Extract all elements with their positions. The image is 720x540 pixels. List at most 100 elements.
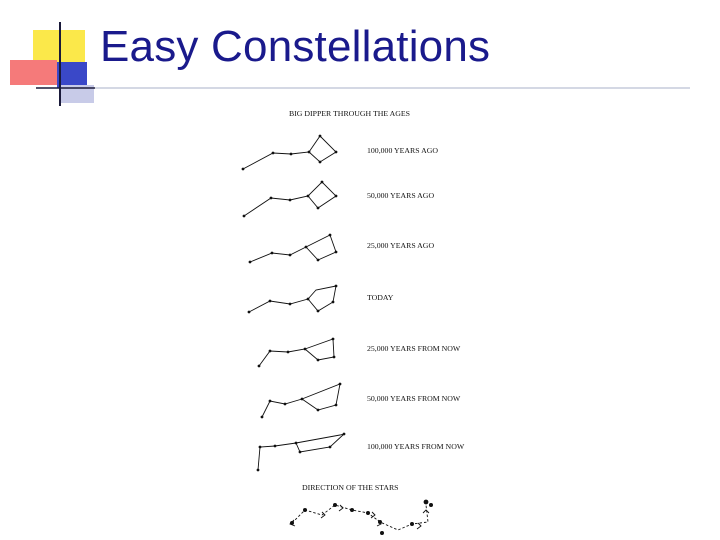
dipper-lines — [258, 338, 335, 367]
star — [303, 508, 307, 512]
dipper-stars — [248, 233, 338, 264]
star — [316, 408, 320, 412]
star — [331, 337, 335, 341]
direction-diagram — [289, 499, 433, 535]
dipper-stars — [257, 337, 336, 368]
dipper-stars — [242, 180, 338, 218]
deco-lightblue-block — [60, 85, 94, 103]
dipper-row-100000-ago: 100,000 YEARS AGO — [241, 134, 438, 171]
dipper-lines — [248, 285, 337, 313]
star — [270, 251, 274, 255]
dipper-lines — [261, 383, 341, 418]
star — [288, 198, 292, 202]
star — [318, 160, 322, 164]
row-label: 100,000 YEARS FROM NOW — [367, 442, 465, 451]
star — [256, 468, 260, 472]
arrow — [320, 511, 326, 519]
star — [258, 445, 262, 449]
star — [332, 355, 336, 359]
star — [268, 299, 272, 303]
star — [288, 253, 292, 257]
figure-heading: BIG DIPPER THROUGH THE AGES — [289, 109, 410, 118]
star — [333, 503, 337, 507]
star — [241, 167, 245, 171]
dipper-stars — [260, 382, 342, 419]
star — [268, 349, 272, 353]
star — [306, 297, 310, 301]
star — [304, 245, 308, 249]
star — [334, 250, 338, 254]
star — [429, 503, 433, 507]
star — [316, 358, 320, 362]
dipper-row-25000-ago: 25,000 YEARS AGO — [248, 233, 434, 264]
star — [306, 194, 310, 198]
deco-red-block — [10, 60, 57, 85]
star — [328, 445, 332, 449]
dipper-row-50000-ago: 50,000 YEARS AGO — [242, 180, 434, 218]
direction-heading: DIRECTION OF THE STARS — [302, 483, 398, 492]
star — [334, 403, 338, 407]
star — [331, 300, 335, 304]
star — [260, 415, 264, 419]
arrow — [338, 504, 344, 512]
dipper-lines — [257, 433, 345, 471]
star — [316, 258, 320, 262]
row-label: 50,000 YEARS AGO — [367, 191, 434, 200]
slide-title: Easy Constellations — [100, 22, 491, 71]
star — [307, 150, 311, 154]
star — [334, 194, 338, 198]
star — [289, 152, 293, 156]
star — [334, 150, 338, 154]
star — [334, 284, 338, 288]
star — [423, 499, 429, 505]
dipper-lines — [242, 135, 337, 170]
slide-decoration — [10, 22, 690, 106]
star — [300, 397, 304, 401]
star — [247, 310, 251, 314]
star — [248, 260, 252, 264]
star — [288, 302, 292, 306]
direction-arrows — [289, 504, 430, 530]
star — [410, 522, 414, 526]
dipper-stars — [241, 134, 338, 171]
star — [294, 441, 298, 445]
star — [342, 432, 346, 436]
star — [298, 450, 302, 454]
star — [320, 180, 324, 184]
arrow — [422, 509, 430, 514]
dipper-lines — [243, 181, 337, 217]
star — [328, 233, 332, 237]
star — [316, 206, 320, 210]
star — [286, 350, 290, 354]
row-label: 25,000 YEARS AGO — [367, 241, 434, 250]
arrow — [416, 522, 422, 530]
star — [269, 196, 273, 200]
star — [316, 309, 320, 313]
star — [268, 399, 272, 403]
direction-stars — [290, 499, 433, 535]
star — [303, 347, 307, 351]
star — [350, 508, 354, 512]
dipper-lines — [249, 234, 337, 263]
row-label: 25,000 YEARS FROM NOW — [367, 344, 461, 353]
star — [366, 511, 370, 515]
star — [271, 151, 275, 155]
arrow — [376, 519, 382, 527]
star — [283, 402, 287, 406]
row-label: TODAY — [367, 293, 394, 302]
dipper-stars — [247, 284, 338, 314]
deco-blue-block — [57, 62, 87, 88]
star — [380, 531, 384, 535]
star — [242, 214, 246, 218]
arrow — [289, 519, 296, 527]
dipper-row-100000-from-now: 100,000 YEARS FROM NOW — [256, 432, 465, 472]
star — [257, 364, 261, 368]
arrow — [370, 511, 376, 519]
direction-dashed-path — [291, 504, 429, 531]
dipper-stars — [256, 432, 346, 472]
star — [318, 134, 322, 138]
star — [273, 444, 277, 448]
row-label: 50,000 YEARS FROM NOW — [367, 394, 461, 403]
row-label: 100,000 YEARS AGO — [367, 146, 438, 155]
